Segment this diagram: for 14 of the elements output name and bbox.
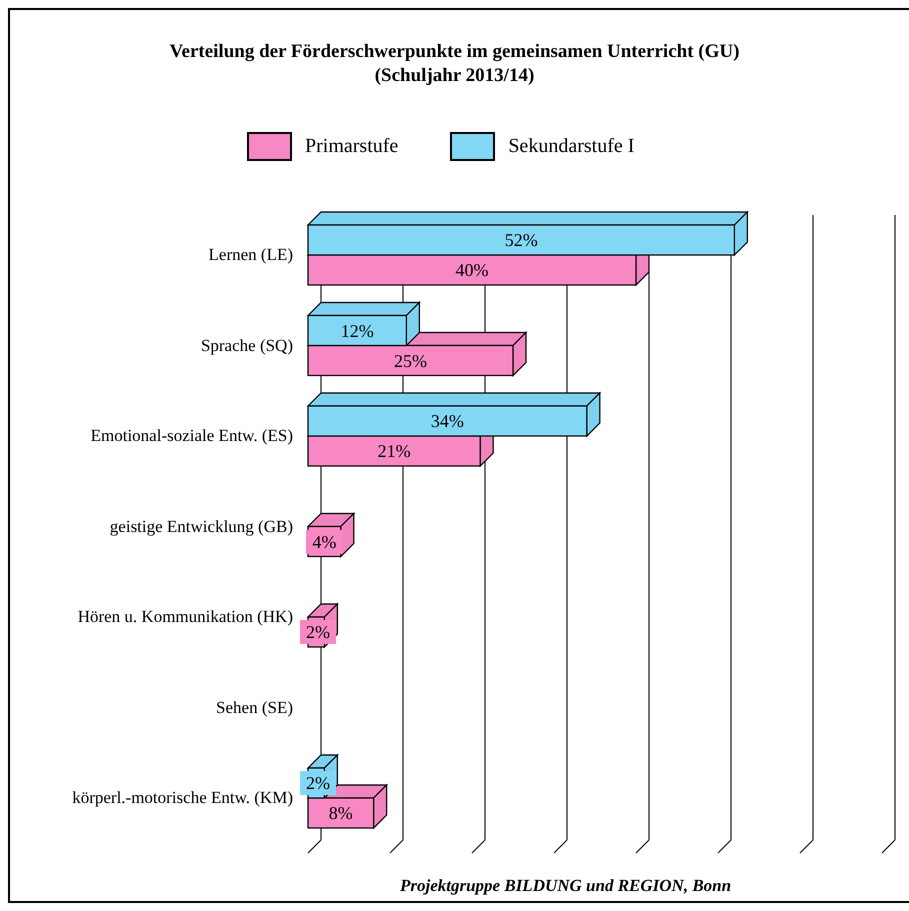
legend-label: Sekundarstufe I [508,134,634,159]
value-label: 4% [306,530,342,554]
category-label: Lernen (LE) [208,244,293,266]
source-caption: Projektgruppe BILDUNG und REGION, Bonn [400,876,732,895]
category-label: Emotional-soziale Entw. (ES) [90,425,293,448]
legend-label: Primarstufe [305,134,398,159]
category-label: Sprache (SQ) [200,334,293,357]
category-label: körperl.-motorische Entw. (KM) [72,787,293,810]
category-label: Hören u. Kommunikation (HK) [78,606,293,628]
value-label: 2% [300,771,336,795]
category-label: Sehen (SE) [216,696,293,719]
chart-title: Verteilung der Förderschwerpunkte im gemeinsamen Unterricht (GU) (Schuljahr 2013/14) [168,40,740,88]
value-label: 2% [300,620,336,644]
category-label: geistige Entwicklung (GB) [110,516,293,538]
